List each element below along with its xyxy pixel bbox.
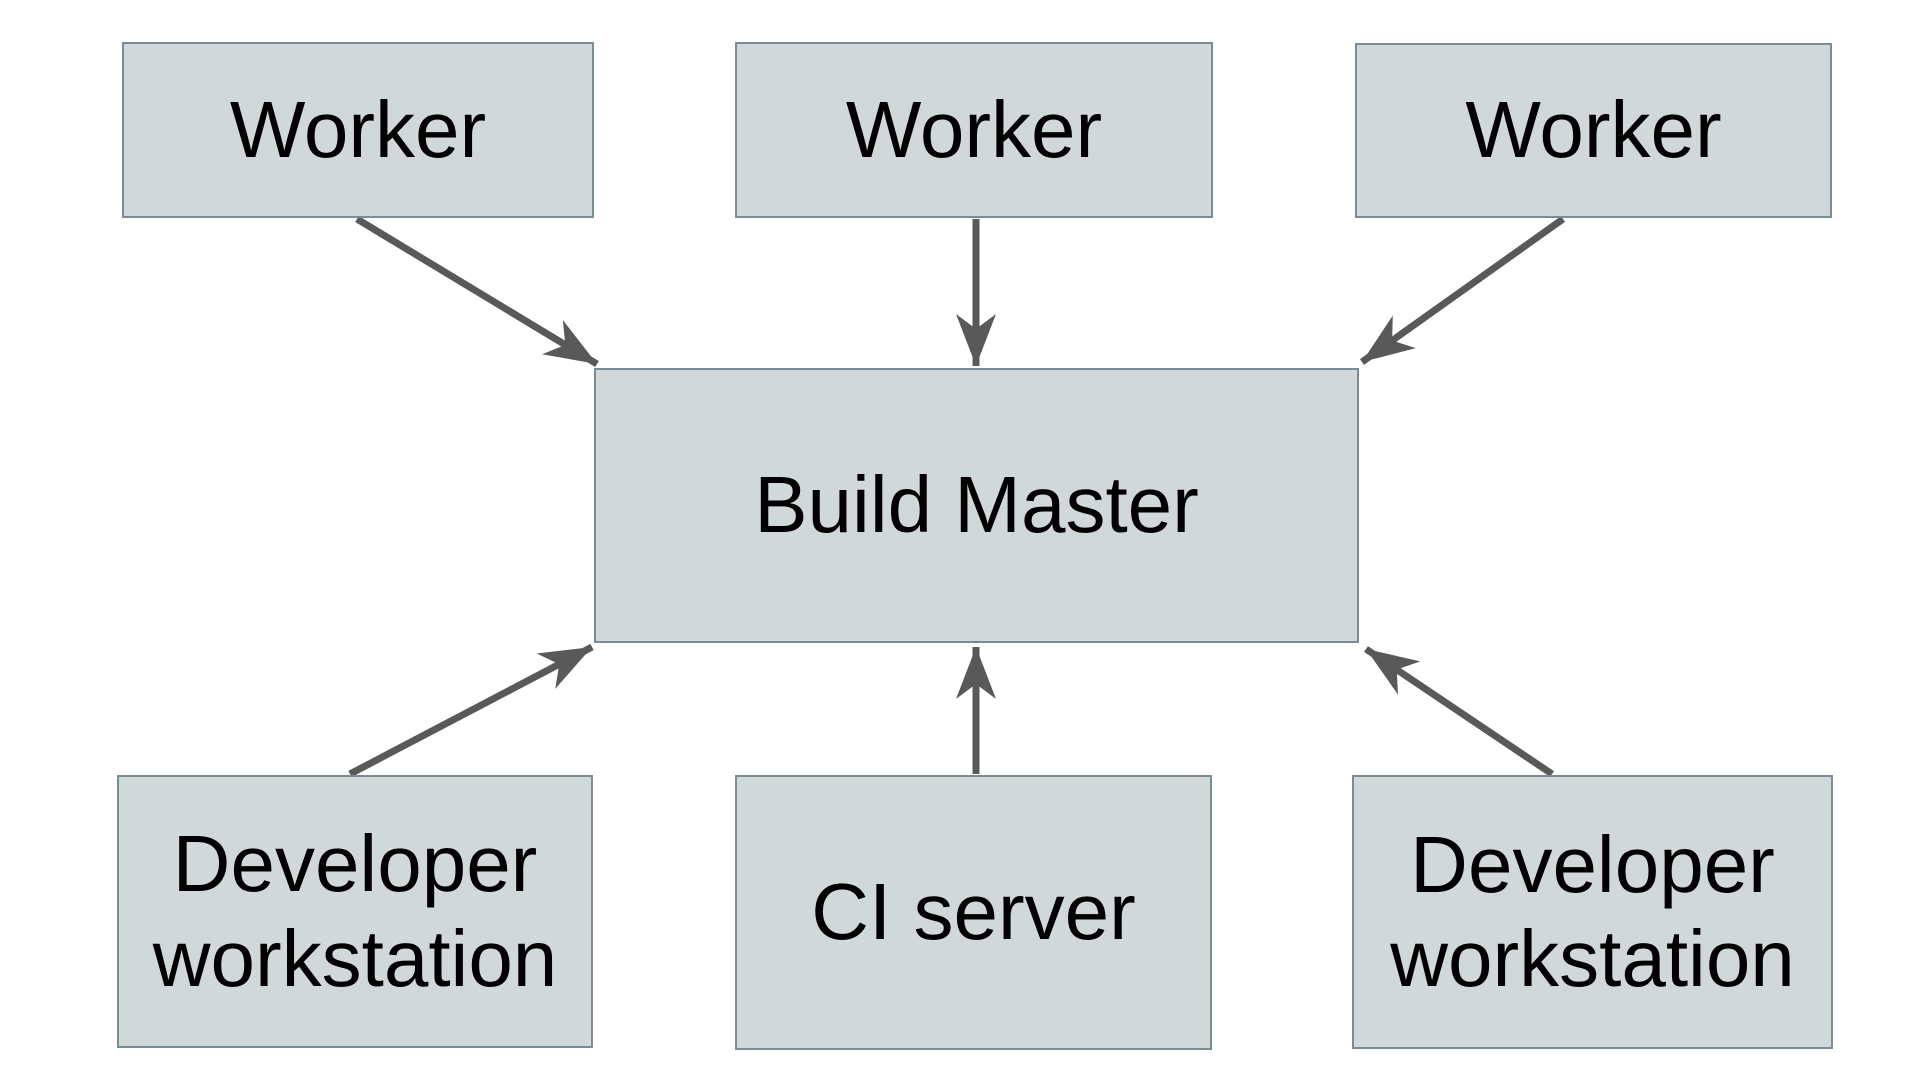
- node-developer-workstation-2-label: Developer workstation: [1390, 819, 1795, 1003]
- node-ci-server: CI server: [735, 775, 1212, 1050]
- node-worker-3: Worker: [1355, 43, 1832, 218]
- arrow-devworkstation1-to-buildmaster: [348, 643, 594, 778]
- node-worker-1: Worker: [122, 42, 594, 218]
- node-worker-3-label: Worker: [1465, 85, 1722, 175]
- node-build-master-label: Build Master: [754, 460, 1199, 550]
- arrow-devworkstation2-to-buildmaster: [1364, 646, 1554, 777]
- node-worker-2-label: Worker: [845, 84, 1103, 174]
- node-worker-1-label: Worker: [229, 84, 487, 174]
- arrow-worker3-to-buildmaster: [1359, 216, 1566, 365]
- node-developer-workstation-1: Developer workstation: [117, 775, 593, 1048]
- node-developer-workstation-1-label: Developer workstation: [152, 819, 558, 1003]
- node-build-master: Build Master: [594, 368, 1359, 643]
- arrow-worker1-to-buildmaster: [355, 216, 599, 367]
- node-developer-workstation-2: Developer workstation: [1352, 775, 1833, 1049]
- node-worker-2: Worker: [735, 42, 1213, 218]
- node-ci-server-label: CI server: [811, 867, 1136, 957]
